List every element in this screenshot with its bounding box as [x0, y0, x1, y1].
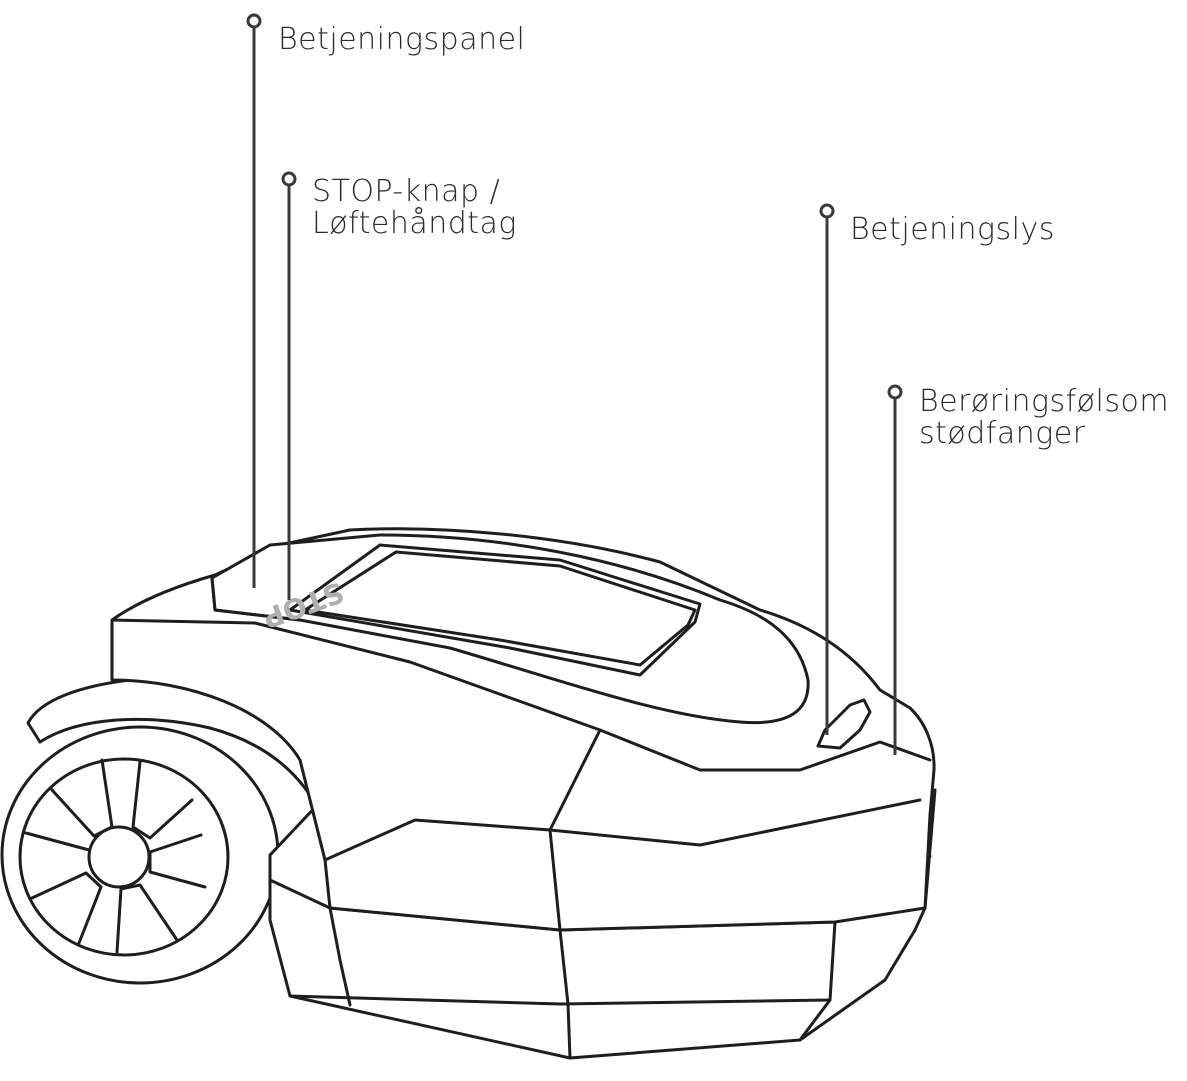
label-stop-button: STOP-knap / Løftehåndtag — [312, 176, 517, 240]
label-stop-button-line1: STOP-knap / — [312, 174, 501, 209]
display-screen — [303, 550, 697, 667]
wheel — [0, 725, 280, 985]
label-bumper-line2: stødfanger — [919, 416, 1086, 451]
label-control-panel-text: Betjeningspanel — [278, 22, 526, 57]
leader-bumper — [887, 384, 903, 755]
label-control-panel: Betjeningspanel — [278, 24, 525, 56]
label-control-light: Betjeningslys — [850, 214, 1055, 246]
control-light — [816, 698, 872, 750]
label-bumper-line1: Berøringsfølsom — [919, 384, 1170, 419]
label-bumper: Berøringsfølsom stødfanger — [919, 386, 1169, 450]
leader-control-light — [819, 203, 835, 735]
leader-control-panel — [246, 13, 262, 588]
label-stop-button-line2: Løftehåndtag — [312, 206, 517, 241]
leader-stop-button — [281, 171, 297, 600]
label-control-light-text: Betjeningslys — [850, 212, 1055, 247]
